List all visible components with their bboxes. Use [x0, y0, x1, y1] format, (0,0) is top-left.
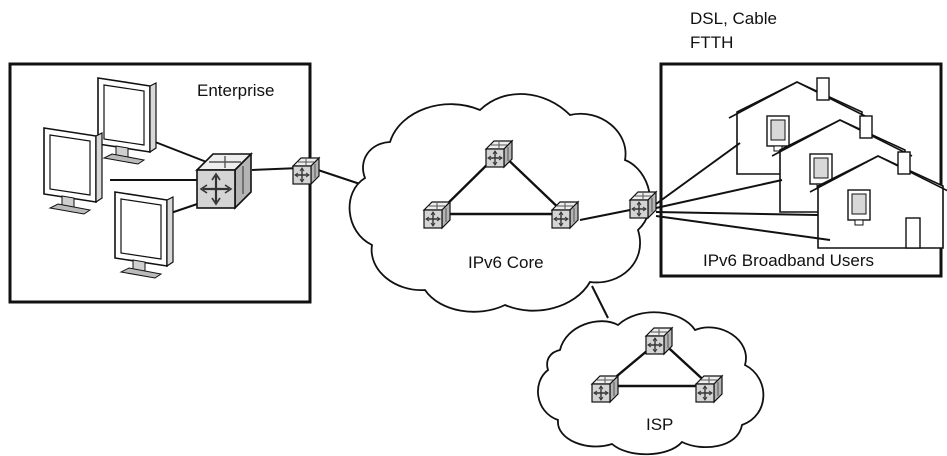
router-cube-icon	[591, 375, 619, 403]
isp-cloud	[537, 311, 765, 456]
router-cube-icon	[645, 327, 673, 355]
router-cube-icon	[629, 191, 657, 219]
access-label-line2: FTTH	[690, 33, 733, 52]
access-label-line1: DSL, Cable	[690, 9, 777, 28]
isp-label: ISP	[646, 415, 673, 434]
router-cube-icon	[485, 140, 513, 168]
broadband-links	[655, 142, 831, 241]
ipv6-core-label: IPv6 Core	[468, 253, 544, 272]
isp-links	[601, 338, 714, 388]
router-cube-icon	[423, 201, 451, 229]
router-cube-icon	[695, 375, 723, 403]
router-cube-icon	[292, 157, 320, 185]
enterprise-label: Enterprise	[197, 81, 274, 100]
core-isp-link	[591, 285, 609, 319]
router-cube-icon	[551, 201, 579, 229]
ipv6-core-cloud	[348, 93, 652, 313]
router-cube-icon	[195, 152, 253, 210]
broadband-label: IPv6 Broadband Users	[703, 251, 874, 270]
